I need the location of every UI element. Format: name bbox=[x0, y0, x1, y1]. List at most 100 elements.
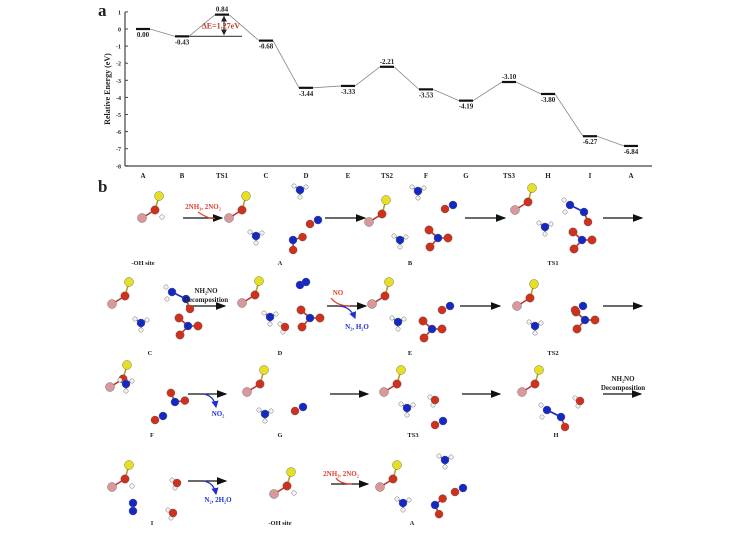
atom-S bbox=[286, 467, 296, 477]
atom-H bbox=[117, 377, 123, 383]
atom-O bbox=[193, 321, 203, 331]
decomposition-label-line1: NH₂NO bbox=[611, 375, 635, 383]
atom-O bbox=[450, 487, 460, 497]
state-label: B bbox=[408, 260, 413, 267]
atom-O bbox=[280, 322, 290, 332]
energy-value-label: -3.44 bbox=[299, 90, 314, 98]
atom-H bbox=[129, 483, 135, 489]
atom-B bbox=[224, 213, 234, 223]
atom-H bbox=[403, 234, 409, 240]
h2o-molecule bbox=[277, 321, 290, 335]
no3-molecule bbox=[568, 227, 597, 254]
energy-value-label: -2.21 bbox=[380, 58, 395, 66]
atom-N bbox=[170, 397, 180, 407]
curved-arrow bbox=[330, 297, 351, 307]
atom-N bbox=[298, 402, 308, 412]
oh-site bbox=[107, 277, 134, 309]
nh2no-molecule bbox=[163, 284, 195, 314]
y-tick-label: -1 bbox=[116, 45, 121, 51]
atom-N bbox=[413, 186, 423, 196]
atom-H bbox=[397, 244, 403, 250]
energy-value-label: -3.80 bbox=[541, 96, 556, 104]
atom-H bbox=[436, 453, 442, 459]
atom-B bbox=[367, 299, 377, 309]
x-tick-label: I bbox=[589, 172, 592, 180]
no-molecule bbox=[570, 301, 588, 315]
atom-H bbox=[273, 311, 279, 317]
atom-N bbox=[167, 287, 177, 297]
y-tick-label: -3 bbox=[116, 79, 121, 85]
nh2no-molecule bbox=[538, 402, 570, 432]
panel-label-b: b bbox=[98, 177, 107, 196]
atom-O bbox=[185, 304, 195, 314]
atom-N bbox=[578, 301, 588, 311]
atom-H bbox=[291, 490, 297, 496]
atom-N bbox=[305, 313, 315, 323]
energy-value-label: -3.33 bbox=[341, 88, 356, 96]
path-segment bbox=[554, 93, 584, 137]
atom-O bbox=[425, 242, 435, 252]
y-tick-label: 0 bbox=[118, 28, 121, 34]
state-label: F bbox=[150, 432, 154, 439]
atom-H bbox=[542, 231, 548, 237]
energy-profile-chart: Relative Energy (eV) 10-1-2-3-4-5-6-7-8 … bbox=[103, 6, 652, 180]
y-tick-label: -8 bbox=[116, 164, 121, 170]
atom-H bbox=[562, 209, 568, 215]
nh3-molecule bbox=[132, 316, 150, 333]
no-molecule bbox=[290, 402, 308, 416]
no2-molecule bbox=[288, 232, 307, 255]
nh3-molecule bbox=[247, 229, 265, 246]
atom-H bbox=[259, 230, 265, 236]
atom-N bbox=[530, 321, 540, 331]
arrow-labels: 2NH₃, 2NO₂ NH₂NO Decomposition NO N₂, H₂… bbox=[184, 203, 645, 504]
atom-H bbox=[164, 296, 170, 302]
atom-N bbox=[577, 235, 587, 245]
no3-molecule bbox=[424, 225, 453, 252]
atom-S bbox=[254, 276, 264, 286]
atom-S bbox=[259, 365, 269, 375]
atom-O bbox=[150, 205, 160, 215]
path-segment bbox=[472, 81, 503, 101]
atom-H bbox=[297, 194, 303, 200]
atom-O bbox=[590, 315, 600, 325]
atom-N bbox=[427, 324, 437, 334]
atom-H bbox=[247, 229, 253, 235]
atom-O bbox=[424, 225, 434, 235]
path-segment bbox=[393, 66, 420, 90]
atom-N bbox=[580, 315, 590, 325]
atom-N bbox=[542, 405, 552, 415]
atom-N bbox=[121, 379, 131, 389]
oh-site bbox=[375, 460, 402, 492]
atom-B bbox=[269, 489, 279, 499]
atom-O bbox=[120, 474, 130, 484]
energy-value-label: -4.19 bbox=[459, 103, 474, 111]
n2-molecule bbox=[128, 498, 138, 516]
atom-O bbox=[440, 204, 450, 214]
curved-arrow bbox=[203, 393, 219, 409]
atom-H bbox=[262, 418, 268, 424]
atom-O bbox=[570, 305, 580, 315]
atom-O bbox=[377, 209, 387, 219]
h2o-molecule bbox=[572, 395, 585, 409]
atom-N bbox=[438, 416, 448, 426]
h2o-molecule bbox=[169, 477, 182, 491]
atom-B bbox=[379, 387, 389, 397]
x-tick-label: B bbox=[180, 172, 185, 180]
atom-H bbox=[400, 507, 406, 513]
oh-site bbox=[269, 467, 297, 499]
energy-value-label: -3.10 bbox=[502, 73, 517, 81]
path-segment bbox=[272, 40, 300, 89]
atom-O bbox=[166, 388, 176, 398]
product-label: NO₂ bbox=[212, 410, 225, 418]
atom-H bbox=[548, 221, 554, 227]
atom-H bbox=[442, 464, 448, 470]
energy-value-label: -0.68 bbox=[259, 43, 274, 51]
atom-O bbox=[290, 406, 300, 416]
atom-N bbox=[260, 409, 270, 419]
atom-O bbox=[150, 415, 160, 425]
no2-molecule bbox=[166, 388, 190, 407]
path-segment bbox=[312, 85, 342, 89]
atom-N bbox=[313, 215, 323, 225]
path-segment bbox=[149, 28, 176, 37]
